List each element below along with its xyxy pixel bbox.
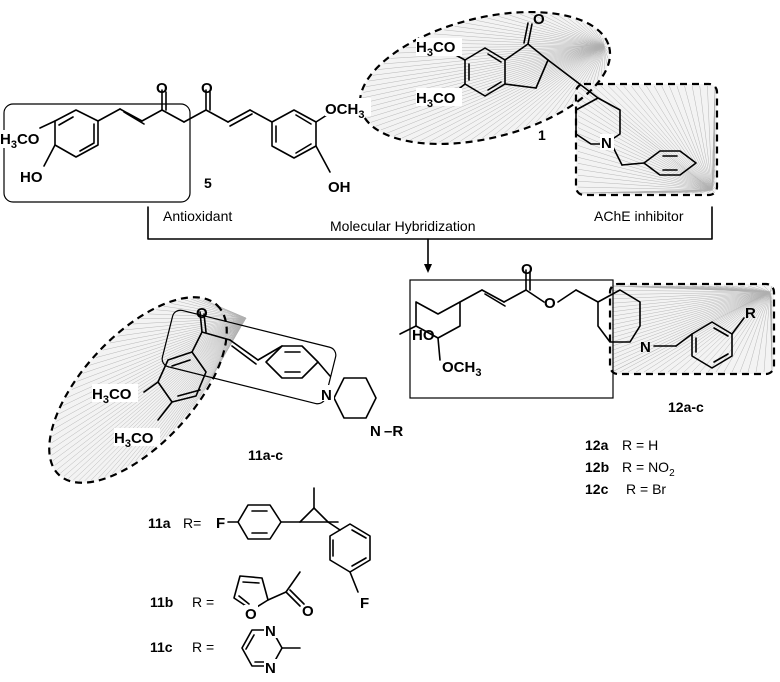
molecule-12 bbox=[399, 269, 745, 369]
compound-label-11: 11a-c bbox=[248, 447, 283, 463]
label-11b: 11b bbox=[150, 594, 173, 610]
dashed-box-benzylpiperidine bbox=[574, 82, 719, 197]
compound-label-5: 5 bbox=[204, 175, 212, 191]
substituent-11b bbox=[233, 571, 305, 611]
box-chalcone-fragment bbox=[161, 309, 337, 405]
atom-h3co-1b: H3CO bbox=[416, 90, 456, 110]
molecule-5 bbox=[39, 89, 331, 173]
rdef-12c: R = Br bbox=[626, 481, 666, 497]
atom-ho-5: HO bbox=[20, 169, 43, 186]
box-ferulate-fragment bbox=[409, 279, 614, 399]
hatch-box-benzylpiperidine bbox=[576, 84, 717, 195]
atom-n-11a: N bbox=[321, 387, 332, 404]
rdef-11c: R = bbox=[192, 639, 214, 655]
rdef-11a: R= bbox=[183, 515, 201, 531]
atom-o-11b-keto: O bbox=[302, 603, 314, 620]
atom-o-12b: O bbox=[544, 295, 556, 312]
rdef-12b: R = NO2 bbox=[622, 459, 675, 479]
atom-n-11c-1: N bbox=[265, 623, 276, 640]
substituent-11a bbox=[227, 487, 371, 593]
hatch-box-12 bbox=[610, 284, 774, 374]
atom-h3co-1a: H3CO bbox=[416, 39, 456, 59]
rdef-12a: R = H bbox=[622, 437, 658, 453]
atom-oh-5: OH bbox=[328, 179, 351, 196]
label-11c: 11c bbox=[150, 639, 173, 655]
arrow-head bbox=[424, 264, 432, 273]
atom-och3-12: OCH3 bbox=[442, 359, 481, 379]
atom-n-11b: N bbox=[370, 423, 381, 440]
hybridization-bracket bbox=[147, 206, 713, 240]
compound-label-1: 1 bbox=[538, 127, 546, 143]
atom-n-12: N bbox=[640, 339, 651, 356]
atom-o-11: O bbox=[196, 305, 208, 322]
dashed-box-12 bbox=[608, 282, 776, 376]
atom-o-5b: O bbox=[201, 80, 213, 97]
label-antioxidant: Antioxidant bbox=[163, 208, 232, 224]
atom-n-1: N bbox=[601, 135, 612, 152]
label-12c: 12c bbox=[585, 481, 609, 497]
atom-r-11: –R bbox=[384, 423, 403, 440]
rdef-11b: R = bbox=[192, 594, 214, 610]
atom-o-11b-furan: O bbox=[245, 606, 257, 623]
atom-n-11c-2: N bbox=[265, 660, 276, 677]
atom-och3-5: OCH3 bbox=[325, 101, 364, 121]
label-12a: 12a bbox=[585, 437, 609, 453]
atom-ho-12: HO bbox=[412, 327, 435, 344]
atom-r-12: R bbox=[745, 305, 756, 322]
atom-f-11a-2: F bbox=[360, 595, 369, 612]
atom-o-12a: O bbox=[521, 261, 533, 278]
label-molecular-hybridization: Molecular Hybridization bbox=[330, 218, 476, 234]
atom-h3co-5: H3CO bbox=[0, 131, 40, 151]
atom-o-1: O bbox=[533, 11, 545, 28]
box-antioxidant-fragment bbox=[3, 103, 191, 203]
label-12b: 12b bbox=[585, 459, 609, 475]
atom-h3co-11b: H3CO bbox=[114, 430, 154, 450]
dashed-ellipse-11 bbox=[48, 296, 228, 484]
compound-label-12: 12a-c bbox=[668, 399, 704, 415]
label-ache-inhibitor: AChE inhibitor bbox=[594, 208, 684, 224]
label-11a: 11a bbox=[148, 515, 171, 531]
atom-f-11a-1: F bbox=[216, 515, 225, 532]
atom-o-5a: O bbox=[156, 80, 168, 97]
atom-h3co-11a: H3CO bbox=[92, 386, 132, 406]
